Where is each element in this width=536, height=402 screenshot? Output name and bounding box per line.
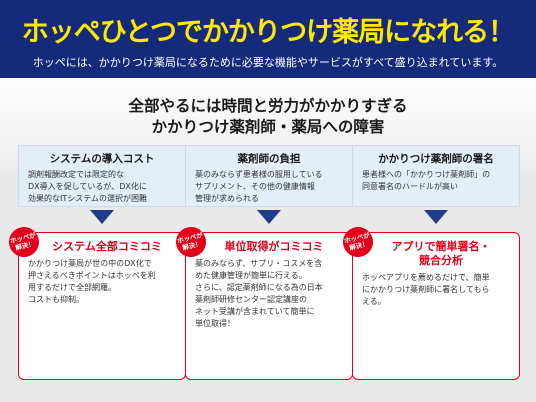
solution-text: かかりつけ薬局が世の中のDX化で 押さえるべきポイントはホッペを利 用するだけで… (28, 259, 156, 304)
intro-heading: 全部やるには時間と労力がかかりすぎる かかりつけ薬剤師・薬局への障害 (0, 96, 536, 138)
column-system-cost: システムの導入コスト 調剤報酬改定では限定的な DX導入を促しているが、DX化に… (5, 145, 186, 380)
arrow-down-icon (257, 210, 281, 224)
problem-title: システムの導入コスト (49, 153, 155, 165)
problem-text: 薬のみならず患者様の服用している サプリメント、その他の健康情報 管理が求められ… (195, 170, 323, 203)
problem-text: 調剤報酬改定では限定的な DX導入を促しているが、DX化に 効果的なITシステム… (28, 170, 148, 203)
problem-title: かかりつけ薬剤師の署名 (378, 153, 494, 165)
header-banner: ホッペひとつでかかりつけ薬局になれる！ ホッペには、かかりつけ薬局になるために必… (0, 0, 536, 78)
solution-card: ホッペが 解決！ 単位取得がコミコミ 薬のみならず、サプリ・コスメを含 めた健康… (172, 223, 353, 380)
page-title: ホッペひとつでかかりつけ薬局になれる！ (21, 17, 515, 48)
problem-text: 患者様への「かかりつけ薬剤師」の 同意署名のハードルが高い (362, 170, 491, 191)
arrow-down-icon (90, 210, 114, 224)
page-subtitle: ホッペには、かかりつけ薬局になるために必要な機能やサービスがすべて盛り込まれてい… (32, 56, 504, 69)
intro-line-2: かかりつけ薬剤師・薬局への障害 (151, 118, 385, 136)
column-signature: かかりつけ薬剤師の署名 患者様への「かかりつけ薬剤師」の 同意署名のハードルが高… (339, 145, 520, 380)
problem-title: 薬剤師の負担 (237, 153, 301, 165)
solution-card: ホッペが 解決！ アプリで簡単署名・ 競合分析 ホッペアプリを薦めるだけで、簡単… (339, 223, 520, 380)
solution-title: アプリで簡単署名・ 競合分析 (391, 240, 491, 267)
solution-title: 単位取得がコミコミ (224, 240, 324, 253)
column-pharmacist-burden: 薬剤師の負担 薬のみならず患者様の服用している サプリメント、その他の健康情報 … (172, 145, 353, 380)
arrow-down-icon (424, 210, 448, 224)
problem-card: システムの導入コスト 調剤報酬改定では限定的な DX導入を促しているが、DX化に… (18, 145, 186, 207)
solution-text: ホッペアプリを薦めるだけで、簡単 にかかりつけ薬剤師に署名してもら える。 (362, 273, 490, 306)
intro-line-1: 全部やるには時間と労力がかかりすぎる (128, 97, 408, 115)
solution-text: 薬のみならず、サプリ・コスメを含 めた健康管理が簡単に行える。 さらに、認定薬剤… (195, 259, 323, 328)
solution-card: ホッペが 解決！ システム全部コミコミ かかりつけ薬局が世の中のDX化で 押さえ… (5, 223, 186, 380)
problem-card: かかりつけ薬剤師の署名 患者様への「かかりつけ薬剤師」の 同意署名のハードルが高… (352, 145, 520, 207)
solution-title: システム全部コミコミ (52, 240, 162, 253)
problem-card: 薬剤師の負担 薬のみならず患者様の服用している サプリメント、その他の健康情報 … (185, 145, 353, 207)
